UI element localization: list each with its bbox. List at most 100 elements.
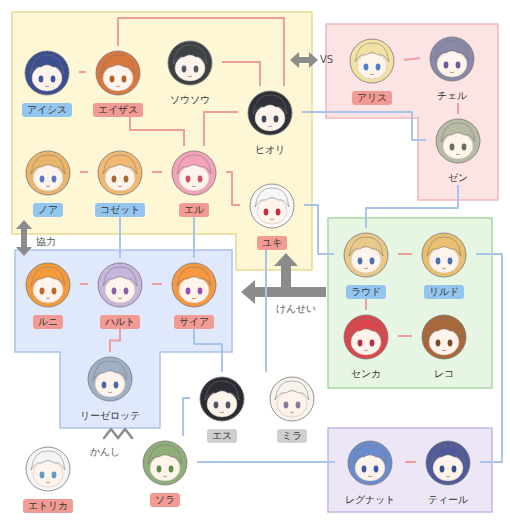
character-node: ノア xyxy=(16,146,80,217)
relation-line xyxy=(366,185,458,228)
name-tag: サイア xyxy=(174,315,214,329)
face-illustration xyxy=(412,228,476,280)
relation-line xyxy=(398,335,412,337)
character-node: レグナット xyxy=(335,436,405,507)
character-node: ラウド xyxy=(334,228,398,299)
face-illustration xyxy=(338,436,402,488)
face-illustration xyxy=(162,146,226,198)
face-illustration xyxy=(162,258,226,310)
relation-line xyxy=(130,117,184,146)
face-illustration xyxy=(86,46,150,98)
relation-line xyxy=(476,254,502,462)
name-tag: エル xyxy=(179,203,209,217)
character-node: ティール xyxy=(416,436,480,507)
name-tag: アリス xyxy=(352,91,392,105)
character-node: コゼット xyxy=(88,146,152,217)
face-illustration xyxy=(15,46,79,98)
face-illustration xyxy=(426,114,490,166)
face-illustration xyxy=(16,258,80,310)
name-tag: エイザス xyxy=(93,103,143,117)
character-node: ゼン xyxy=(426,114,490,185)
relation-line xyxy=(119,217,121,258)
relation-line xyxy=(226,172,240,205)
face-illustration xyxy=(260,372,324,424)
character-node: エトリカ xyxy=(16,442,80,513)
face-illustration xyxy=(88,258,152,310)
name-tag: アイシス xyxy=(22,103,72,117)
face-illustration xyxy=(16,442,80,494)
face-illustration xyxy=(78,352,142,404)
face-illustration xyxy=(238,86,302,138)
character-node: ユキ xyxy=(240,179,304,250)
watch-chevrons xyxy=(104,429,132,438)
name-tag: ミラ xyxy=(277,429,307,443)
face-illustration xyxy=(158,36,222,88)
name-tag: ノア xyxy=(33,203,63,217)
relation-line xyxy=(110,329,120,352)
relation-line xyxy=(194,329,222,372)
character-node: ソウソウ xyxy=(158,36,222,107)
relation-label: かんし xyxy=(90,446,120,458)
relation-line xyxy=(404,58,420,60)
name-tag: ティール xyxy=(423,493,473,507)
name-tag: ハルト xyxy=(100,315,140,329)
relation-line xyxy=(80,171,88,173)
cooperation-arrow xyxy=(16,220,32,256)
name-tag: リーゼロッテ xyxy=(75,409,145,423)
character-node: エル xyxy=(162,146,226,217)
name-tag: ヒオリ xyxy=(250,143,290,157)
name-tag: エトリカ xyxy=(23,499,73,513)
character-node: エイザス xyxy=(86,46,150,117)
character-node: リルド xyxy=(412,228,476,299)
face-illustration xyxy=(16,146,80,198)
name-tag: ゼン xyxy=(443,171,473,185)
relation-line xyxy=(79,71,86,73)
relation-label: 協力 xyxy=(36,236,56,248)
relation-line xyxy=(365,299,367,310)
face-illustration xyxy=(240,179,304,231)
character-node: アイシス xyxy=(15,46,79,117)
character-node: ソラ xyxy=(133,436,197,507)
relation-line xyxy=(304,205,334,254)
face-illustration xyxy=(340,34,404,86)
character-node: ルニ xyxy=(16,258,80,329)
yellow-region xyxy=(12,12,312,270)
relation-line xyxy=(222,62,260,86)
character-node: チェル xyxy=(420,32,484,103)
blue-region xyxy=(15,250,232,428)
name-tag: センカ xyxy=(346,367,386,381)
character-node: センカ xyxy=(334,310,398,381)
vs-arrow xyxy=(290,52,318,68)
face-illustration xyxy=(190,372,254,424)
name-tag: ラウド xyxy=(346,285,386,299)
face-illustration xyxy=(334,228,398,280)
relation-line xyxy=(80,283,88,285)
character-node: リーゼロッテ xyxy=(70,352,150,423)
relation-line xyxy=(405,461,416,463)
face-illustration xyxy=(412,310,476,362)
relation-line xyxy=(265,250,267,372)
relation-label: けんせい xyxy=(276,303,316,315)
green-region xyxy=(328,218,492,388)
relation-line xyxy=(204,112,238,146)
relation-line xyxy=(197,461,335,463)
character-node: エス xyxy=(190,372,254,443)
name-tag: ユキ xyxy=(257,236,287,250)
name-tag: チェル xyxy=(432,89,472,103)
name-tag: ソウソウ xyxy=(165,93,215,107)
face-illustration xyxy=(334,310,398,362)
face-illustration xyxy=(420,32,484,84)
character-node: ミラ xyxy=(260,372,324,443)
name-tag: ルニ xyxy=(33,315,63,329)
relation-line xyxy=(152,283,162,285)
relation-label: VS xyxy=(320,54,333,66)
name-tag: レコ xyxy=(429,367,459,381)
character-node: アリス xyxy=(340,34,404,105)
purple-region xyxy=(328,428,492,512)
name-tag: コゼット xyxy=(95,203,145,217)
name-tag: リルド xyxy=(424,285,464,299)
relation-line xyxy=(152,171,162,173)
face-illustration xyxy=(133,436,197,488)
check-arrow xyxy=(241,253,326,304)
